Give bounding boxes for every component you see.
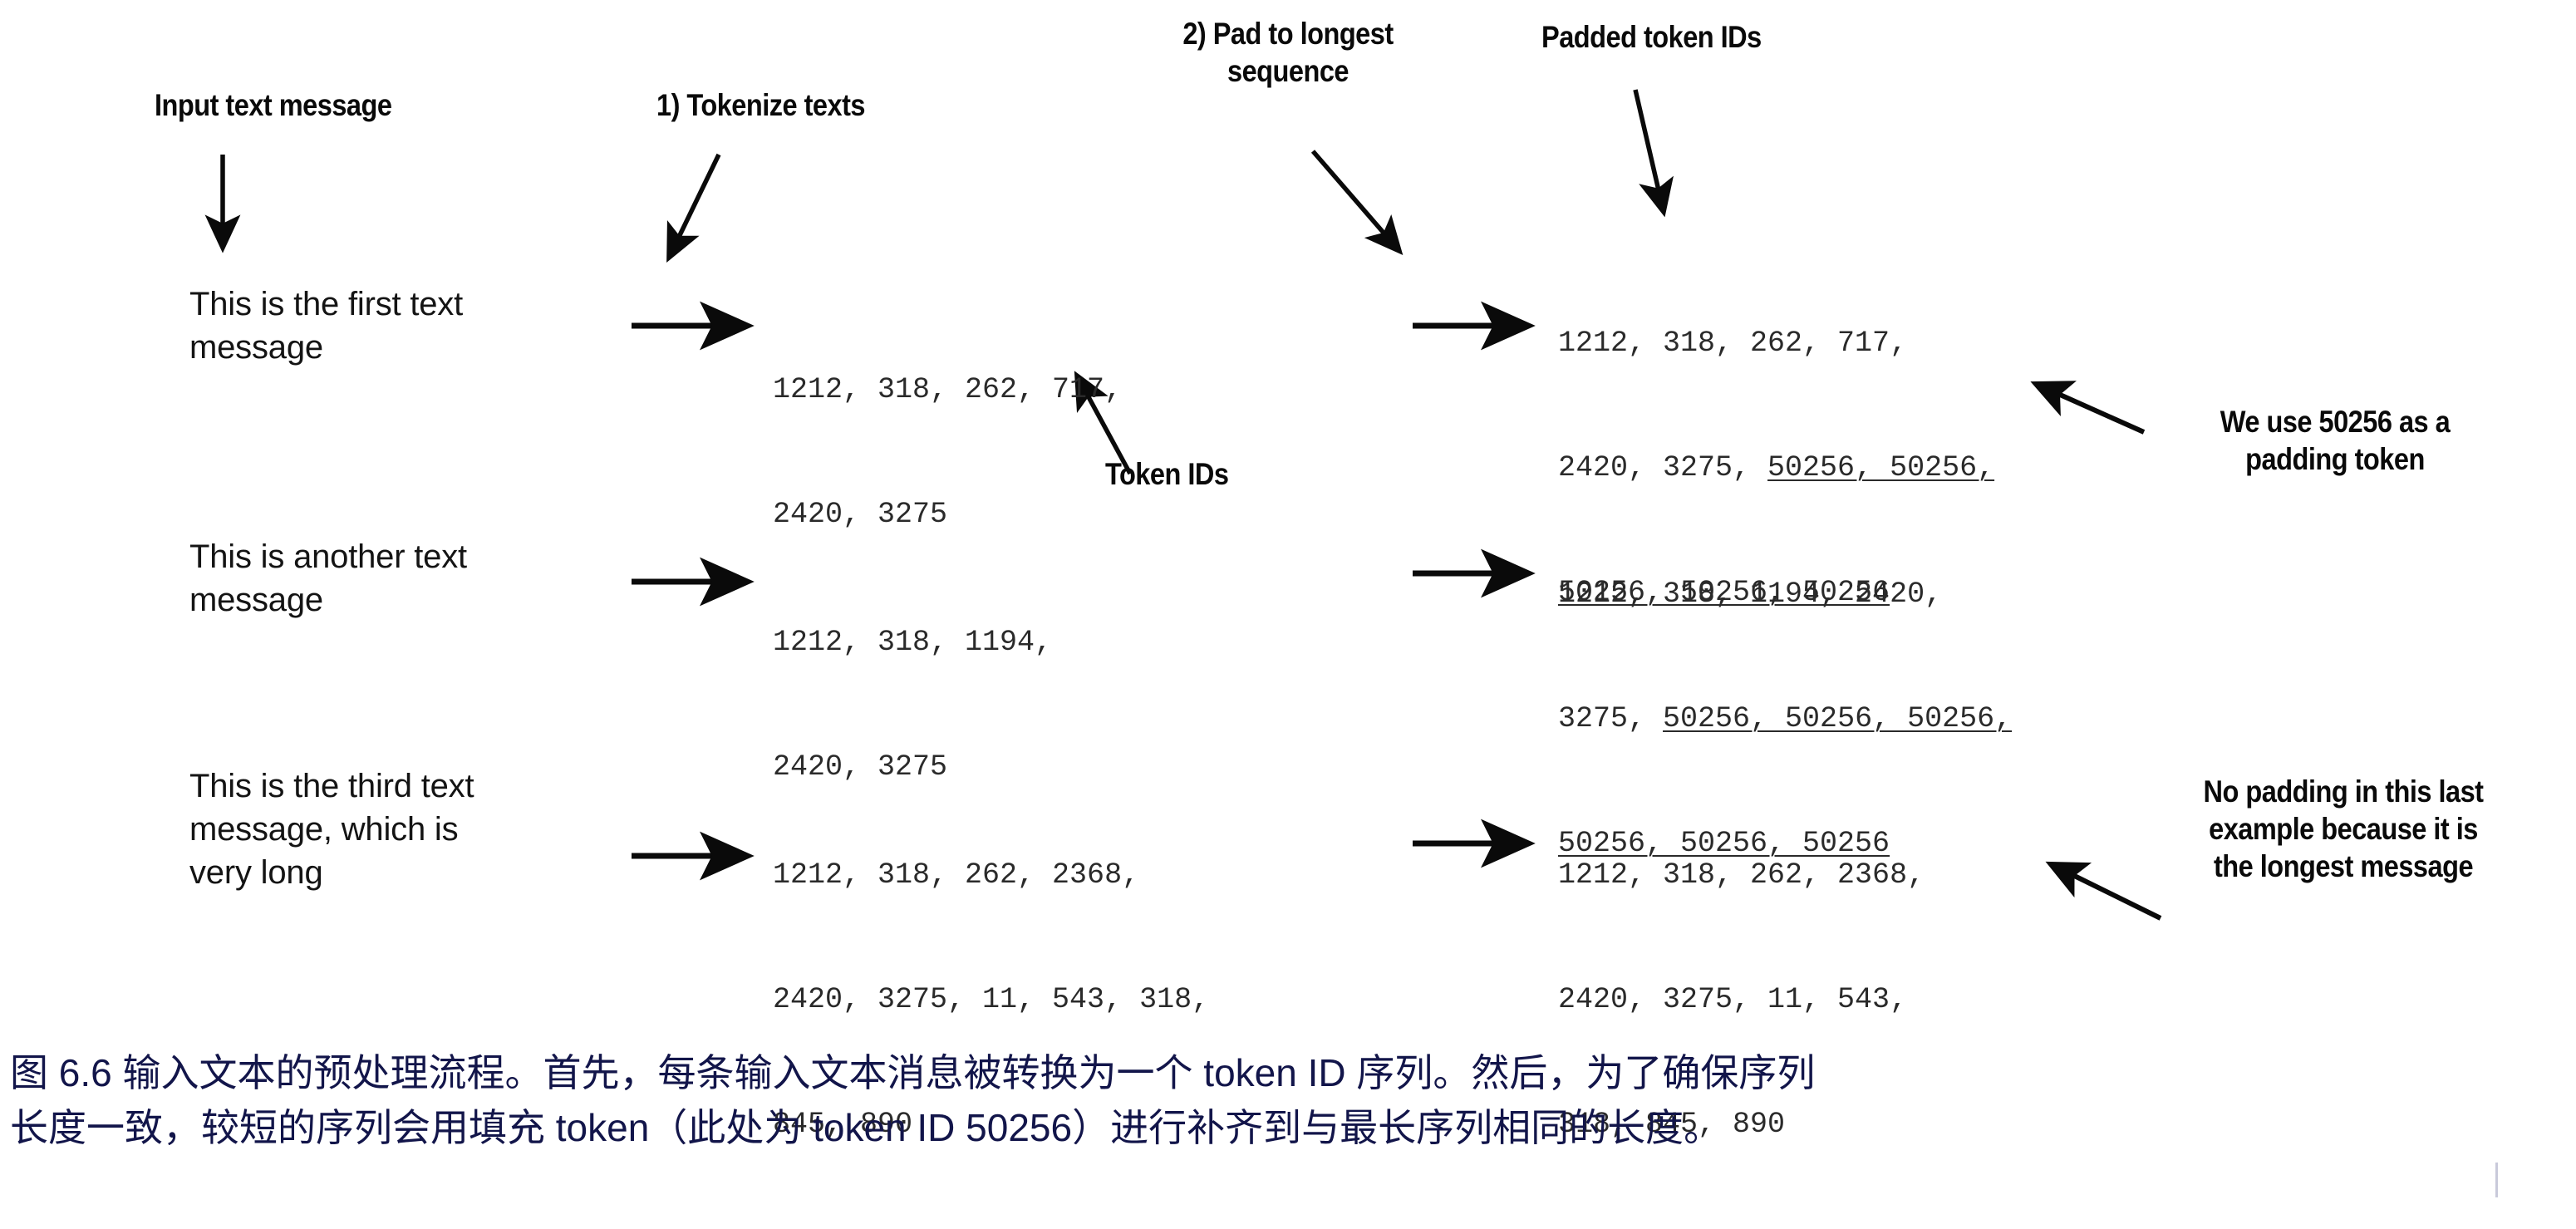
arrow-no-padding-note: [2045, 861, 2162, 921]
token-ids-1: 1212, 318, 262, 717, 2420, 3275: [773, 286, 1122, 618]
label-input-text-message: Input text message: [155, 88, 392, 122]
token-ids-3: 1212, 318, 262, 2368, 2420, 3275, 11, 54…: [773, 771, 1209, 1229]
token-ids-2: 1212, 318, 1194, 2420, 3275: [773, 538, 1052, 871]
padded-line: 50256, 50256, 50256: [1558, 827, 1890, 861]
caption-line-1: 图 6.6 输入文本的预处理流程。首先，每条输入文本消息被转换为一个 token…: [10, 1051, 1816, 1094]
token-ids-line: 845, 890: [773, 1108, 913, 1142]
padded-line: 1212, 318, 262, 2368,: [1558, 858, 1925, 892]
input-message-3: This is the third text message, which is…: [189, 768, 474, 891]
arrow-pad-to-longest: [1310, 150, 1404, 255]
token-ids-line: 2420, 3275: [773, 498, 948, 532]
token-ids-line: 1212, 318, 1194,: [773, 626, 1053, 660]
token-ids-line: 1212, 318, 262, 717,: [773, 373, 1123, 407]
label-tokenize-texts: 1) Tokenize texts: [656, 88, 866, 122]
caption-line-2: 长度一致，较短的序列会用填充 token（此处为 token ID 50256）…: [10, 1106, 1723, 1150]
padded-line: 318, 845, 890: [1558, 1108, 1786, 1142]
arrow-padded-token-ids: [1633, 89, 1674, 218]
input-message-1: This is the first text message: [189, 286, 464, 366]
text-cursor: [2495, 1163, 2498, 1197]
input-message-2: This is another text message: [189, 538, 467, 618]
padded-token-ids-1: 1212, 318, 262, 717, 2420, 3275, 50256, …: [1558, 239, 1994, 697]
token-ids-line: 2420, 3275: [773, 750, 948, 784]
label-padded-token-ids: Padded token IDs: [1541, 20, 1762, 54]
padded-line: 3275, 50256, 50256, 50256,: [1558, 702, 2013, 736]
padded-token-ids-2: 1212, 318, 1194, 2420, 3275, 50256, 5025…: [1558, 490, 2012, 948]
token-ids-line: 1212, 318, 262, 2368,: [773, 858, 1140, 892]
label-token-ids: Token IDs: [1105, 457, 1229, 491]
arrow-padding-note: [2030, 381, 2146, 435]
padded-token-ids-3: 1212, 318, 262, 2368, 2420, 3275, 11, 54…: [1558, 771, 1925, 1229]
figure-caption: 图 6.6 输入文本的预处理流程。首先，每条输入文本消息被转换为一个 token…: [10, 1045, 2561, 1155]
padded-line: 2420, 3275, 50256, 50256,: [1558, 451, 1995, 485]
token-ids-line: 2420, 3275, 11, 543, 318,: [773, 983, 1210, 1017]
padded-line: 2420, 3275, 11, 543,: [1558, 983, 1908, 1017]
padded-line: 1212, 318, 262, 717,: [1558, 327, 1908, 361]
arrow-tokenize-texts: [666, 153, 721, 263]
padded-line: 1212, 318, 1194, 2420,: [1558, 578, 1943, 612]
label-pad-to-longest-sequence: 2) Pad to longest sequence: [1182, 17, 1394, 89]
annotation-no-padding: No padding in this last example because …: [2203, 774, 2484, 884]
padded-line: 50256, 50256, 50256: [1558, 576, 1890, 610]
annotation-padding-token: We use 50256 as a padding token: [2220, 405, 2451, 477]
